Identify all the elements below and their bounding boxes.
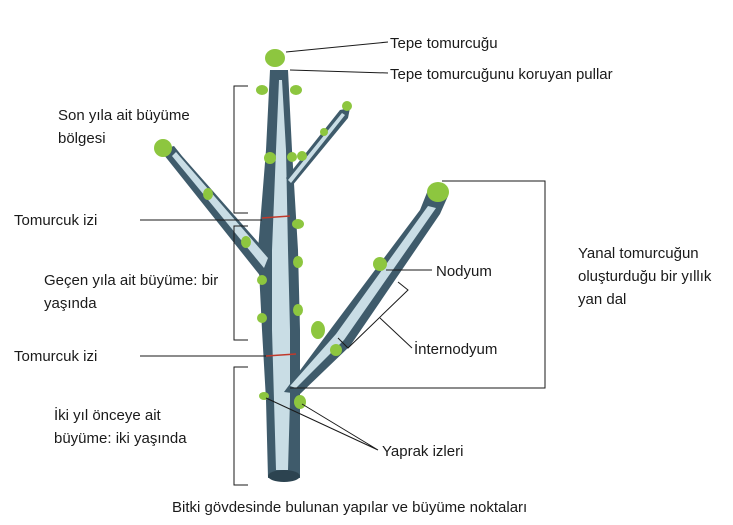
- label-apical-bud: Tepe tomurcuğu: [390, 35, 498, 52]
- figure-caption: Bitki gövdesinde bulunan yapılar ve büyü…: [172, 499, 527, 516]
- bud-icons: [154, 49, 449, 409]
- label-two-years-growth-2: büyüme: iki yaşında: [54, 430, 187, 447]
- label-internode: İnternodyum: [414, 340, 497, 358]
- label-previous-year-growth-2: yaşında: [44, 295, 97, 312]
- label-node: Nodyum: [436, 263, 492, 280]
- stem-illustration: [154, 49, 449, 482]
- label-bud-scar-1: Tomurcuk izi: [14, 212, 97, 229]
- label-leaf-scars: Yaprak izleri: [382, 443, 463, 460]
- label-bud-scales: Tepe tomurcuğunu koruyan pullar: [390, 66, 613, 83]
- label-lateral-branch-3: yan dal: [578, 291, 626, 308]
- label-lateral-branch-1: Yanal tomurcuğun: [578, 245, 699, 262]
- label-two-years-growth-1: İki yıl önceye ait: [54, 406, 162, 424]
- leader-lines: [140, 41, 546, 486]
- label-last-year-growth-2: bölgesi: [58, 130, 106, 147]
- label-last-year-growth-1: Son yıla ait büyüme: [58, 107, 190, 124]
- label-previous-year-growth-1: Geçen yıla ait büyüme: bir: [44, 272, 218, 289]
- label-lateral-branch-2: oluşturduğu bir yıllık: [578, 268, 712, 285]
- label-bud-scar-2: Tomurcuk izi: [14, 348, 97, 365]
